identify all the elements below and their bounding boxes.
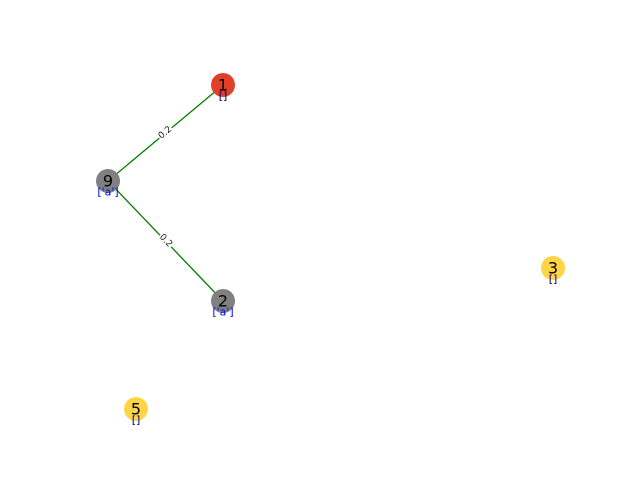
node-5: 5[] [124,397,148,427]
node-label: 5 [131,400,141,419]
node-9: 9['a'] [96,169,120,199]
node-circle [124,397,148,421]
edges-layer: 0.20.2 [107,84,224,302]
node-1: 1[] [211,73,235,103]
node-circle [96,169,120,193]
node-attribute-label: [] [549,273,558,286]
node-label: 3 [548,259,558,278]
edge-label-bg [156,231,175,251]
node-attribute-label: ['a'] [212,306,233,319]
node-attribute-label: ['a'] [97,186,118,199]
node-circle [211,289,235,313]
node-circle [211,73,235,97]
node-label: 1 [218,76,228,95]
node-attribute-label: [] [219,90,228,103]
edge-label-bg [156,124,175,142]
node-2: 2['a'] [211,289,235,319]
nodes-layer: 1[]9['a']2['a']3[]5[] [96,73,565,427]
node-label: 9 [103,172,113,191]
node-circle [541,256,565,280]
node-label: 2 [218,292,228,311]
node-3: 3[] [541,256,565,286]
node-attribute-label: [] [132,414,141,427]
